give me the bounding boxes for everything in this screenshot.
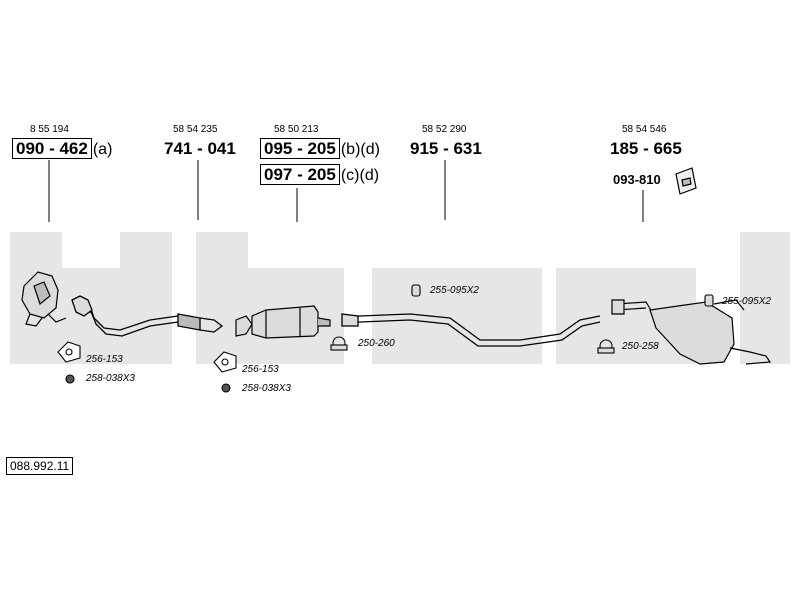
accessory-label-7: 250-258 [622, 341, 659, 352]
nut-icon [221, 383, 231, 393]
part-number-4: 097 - 205(c)(d) [260, 164, 379, 185]
accessory-label-4: 258-038X3 [242, 383, 291, 394]
part-number-1: 090 - 462(a) [12, 138, 112, 159]
part-number-4-code: 097 - 205 [260, 164, 340, 185]
gasket-icon [57, 341, 81, 363]
part-number-1-suffix: (a) [92, 141, 113, 158]
part-number-4-suffix: (c)(d) [340, 167, 380, 184]
watermark-background [10, 232, 790, 364]
rubber-mount-icon [411, 284, 421, 297]
rubber-mount-icon [704, 294, 714, 307]
part-number-3: 095 - 205(b)(d) [260, 138, 380, 159]
mount-part-number: 093-810 [613, 172, 661, 187]
oem-number-6: 58 54 546 [622, 124, 667, 135]
accessory-icons [57, 284, 714, 393]
particulate-filter-drawing [235, 305, 331, 339]
accessory-label-3: 256-153 [242, 364, 279, 375]
catalytic-converter-drawing [21, 271, 67, 327]
oem-number-5: 58 52 290 [422, 124, 467, 135]
diagram-reference-number: 088.992.11 [6, 457, 74, 475]
part-number-2: 741 - 041 [164, 139, 236, 158]
accessory-label-1: 256-153 [86, 354, 123, 365]
oem-number-1: 8 55 194 [30, 124, 69, 135]
accessory-label-6: 255-095X2 [430, 285, 479, 296]
leader-lines [48, 160, 644, 222]
nut-icon [65, 374, 75, 384]
part-number-3-suffix: (b)(d) [340, 141, 380, 158]
front-pipe-drawing [71, 295, 224, 337]
mount-bracket-icon [675, 167, 697, 195]
part-number-5: 915 - 631 [410, 139, 482, 158]
rear-silencer-drawing [611, 299, 772, 365]
part-number-1-code: 090 - 462 [12, 138, 92, 159]
oem-number-2: 58 54 235 [173, 124, 218, 135]
oem-number-3: 58 50 213 [274, 124, 319, 135]
middle-pipe-drawing [341, 313, 601, 347]
gasket-icon [213, 351, 237, 373]
part-number-3-code: 095 - 205 [260, 138, 340, 159]
accessory-label-5: 250-260 [358, 338, 395, 349]
accessory-label-8: 255-095X2 [722, 296, 771, 307]
part-number-6: 185 - 665 [610, 139, 682, 158]
accessory-label-2: 258-038X3 [86, 373, 135, 384]
